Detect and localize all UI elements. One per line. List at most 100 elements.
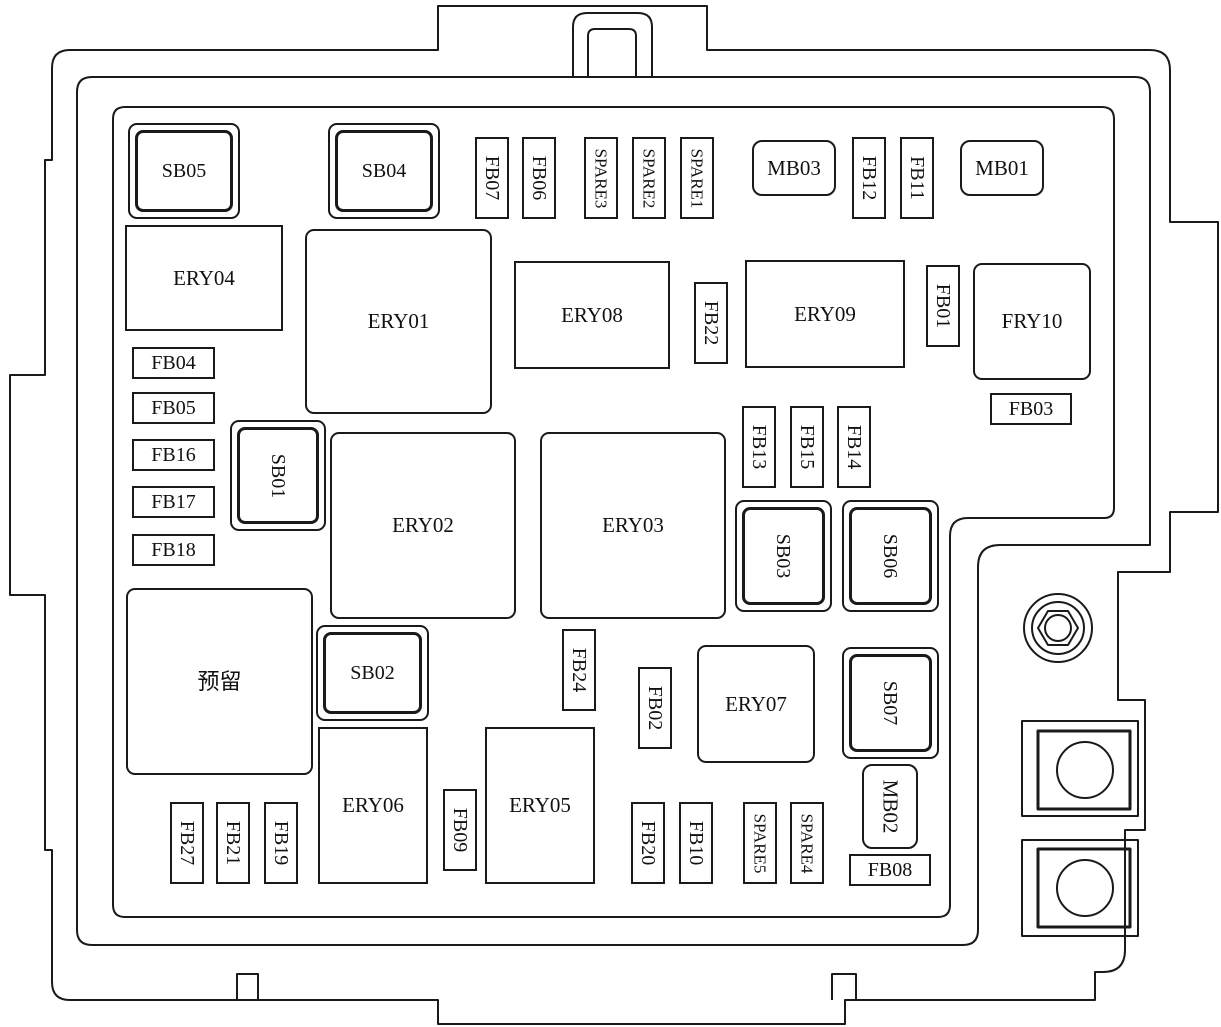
reserved-slot: 预留 xyxy=(126,588,313,775)
fb04-label: FB04 xyxy=(151,352,196,374)
ery09-label: ERY09 xyxy=(794,301,856,326)
fb18-fuse: FB18 xyxy=(132,534,215,566)
mb03-fuse: MB03 xyxy=(752,140,836,196)
sb06-fuse: SB06 xyxy=(842,500,939,612)
fb05-fuse: FB05 xyxy=(132,392,215,424)
fb03-fuse: FB03 xyxy=(990,393,1072,425)
fb16-label: FB16 xyxy=(151,444,196,466)
fb01-fuse: FB01 xyxy=(926,265,960,347)
fb27-fuse: FB27 xyxy=(170,802,204,884)
ery07-relay: ERY07 xyxy=(697,645,815,763)
mb01-label: MB01 xyxy=(975,155,1029,180)
sb06-label: SB06 xyxy=(879,533,902,579)
fb16-fuse: FB16 xyxy=(132,439,215,471)
ery06-relay: ERY06 xyxy=(318,727,428,884)
fb20-fuse: FB20 xyxy=(631,802,665,884)
fb17-label: FB17 xyxy=(151,491,196,513)
ery05-relay: ERY05 xyxy=(485,727,595,884)
fb12-label: FB12 xyxy=(858,155,880,201)
fb24-fuse: FB24 xyxy=(562,629,596,711)
fb18-label: FB18 xyxy=(151,539,196,561)
spare5-label: SPARE5 xyxy=(750,813,770,873)
fb19-fuse: FB19 xyxy=(264,802,298,884)
mb02-fuse: MB02 xyxy=(862,764,918,849)
ery04-relay: ERY04 xyxy=(125,225,283,331)
mb01-fuse: MB01 xyxy=(960,140,1044,196)
ery08-label: ERY08 xyxy=(561,302,623,327)
fb10-label: FB10 xyxy=(685,820,707,866)
fb22-fuse: FB22 xyxy=(694,282,728,364)
fb08-label: FB08 xyxy=(867,859,913,881)
sb04-label: SB04 xyxy=(361,160,407,182)
fb02-label: FB02 xyxy=(644,685,666,731)
sb01-label: SB01 xyxy=(267,453,289,498)
spare4-fuse: SPARE4 xyxy=(790,802,824,884)
fb21-fuse: FB21 xyxy=(216,802,250,884)
fb06-fuse: FB06 xyxy=(522,137,556,219)
fb14-label: FB14 xyxy=(843,424,865,470)
ery03-relay: ERY03 xyxy=(540,432,726,619)
ery04-label: ERY04 xyxy=(173,265,235,290)
fb27-label: FB27 xyxy=(176,820,198,866)
fb20-label: FB20 xyxy=(637,820,659,866)
sb01-fuse: SB01 xyxy=(230,420,326,531)
mb03-label: MB03 xyxy=(767,155,821,180)
ery01-label: ERY01 xyxy=(367,309,430,333)
ery02-label: ERY02 xyxy=(392,513,454,537)
reserved-label: 预留 xyxy=(197,668,242,694)
fb13-label: FB13 xyxy=(748,424,770,470)
fb17-fuse: FB17 xyxy=(132,486,215,518)
fb22-label: FB22 xyxy=(700,300,722,346)
sb02-label: SB02 xyxy=(350,662,395,684)
fb19-label: FB19 xyxy=(270,820,292,866)
fb10-fuse: FB10 xyxy=(679,802,713,884)
sb05-fuse: SB05 xyxy=(128,123,240,219)
sb04-fuse: SB04 xyxy=(328,123,440,219)
sb02-fuse: SB02 xyxy=(316,625,429,721)
ery05-label: ERY05 xyxy=(509,793,571,817)
ery06-label: ERY06 xyxy=(342,793,404,817)
spare3-label: SPARE3 xyxy=(591,148,611,208)
sb07-fuse: SB07 xyxy=(842,647,939,759)
fb11-label: FB11 xyxy=(906,156,929,200)
fb09-label: FB09 xyxy=(449,807,471,853)
fb02-fuse: FB02 xyxy=(638,667,672,749)
fb09-fuse: FB09 xyxy=(443,789,477,871)
ery01-relay: ERY01 xyxy=(305,229,492,414)
sb03-fuse: SB03 xyxy=(735,500,832,612)
ery07-label: ERY07 xyxy=(725,691,787,716)
fb21-label: FB21 xyxy=(222,820,244,866)
spare2-fuse: SPARE2 xyxy=(632,137,666,219)
spare1-fuse: SPARE1 xyxy=(680,137,714,219)
fb08-fuse: FB08 xyxy=(849,854,931,886)
fb13-fuse: FB13 xyxy=(742,406,776,488)
spare3-fuse: SPARE3 xyxy=(584,137,618,219)
sb07-label: SB07 xyxy=(879,680,902,726)
fb11-fuse: FB11 xyxy=(900,137,934,219)
fb14-fuse: FB14 xyxy=(837,406,871,488)
fb15-fuse: FB15 xyxy=(790,406,824,488)
fry10-relay: FRY10 xyxy=(973,263,1091,380)
spare4-label: SPARE4 xyxy=(797,813,817,873)
ery02-relay: ERY02 xyxy=(330,432,516,619)
ery08-relay: ERY08 xyxy=(514,261,670,369)
fb15-label: FB15 xyxy=(796,424,818,470)
fb12-fuse: FB12 xyxy=(852,137,886,219)
spare2-label: SPARE2 xyxy=(639,148,659,208)
fb06-label: FB06 xyxy=(528,155,550,201)
mb02-label: MB02 xyxy=(878,779,903,834)
fb24-label: FB24 xyxy=(568,647,590,693)
sb03-label: SB03 xyxy=(772,533,795,579)
fb01-label: FB01 xyxy=(932,283,954,329)
spare5-fuse: SPARE5 xyxy=(743,802,777,884)
fb07-label: FB07 xyxy=(481,155,503,201)
fb05-label: FB05 xyxy=(151,397,196,419)
ery09-relay: ERY09 xyxy=(745,260,905,368)
fb03-label: FB03 xyxy=(1008,398,1054,420)
ery03-label: ERY03 xyxy=(602,513,664,537)
sb05-label: SB05 xyxy=(161,160,207,182)
fb07-fuse: FB07 xyxy=(475,137,509,219)
fry10-label: FRY10 xyxy=(1001,309,1063,333)
